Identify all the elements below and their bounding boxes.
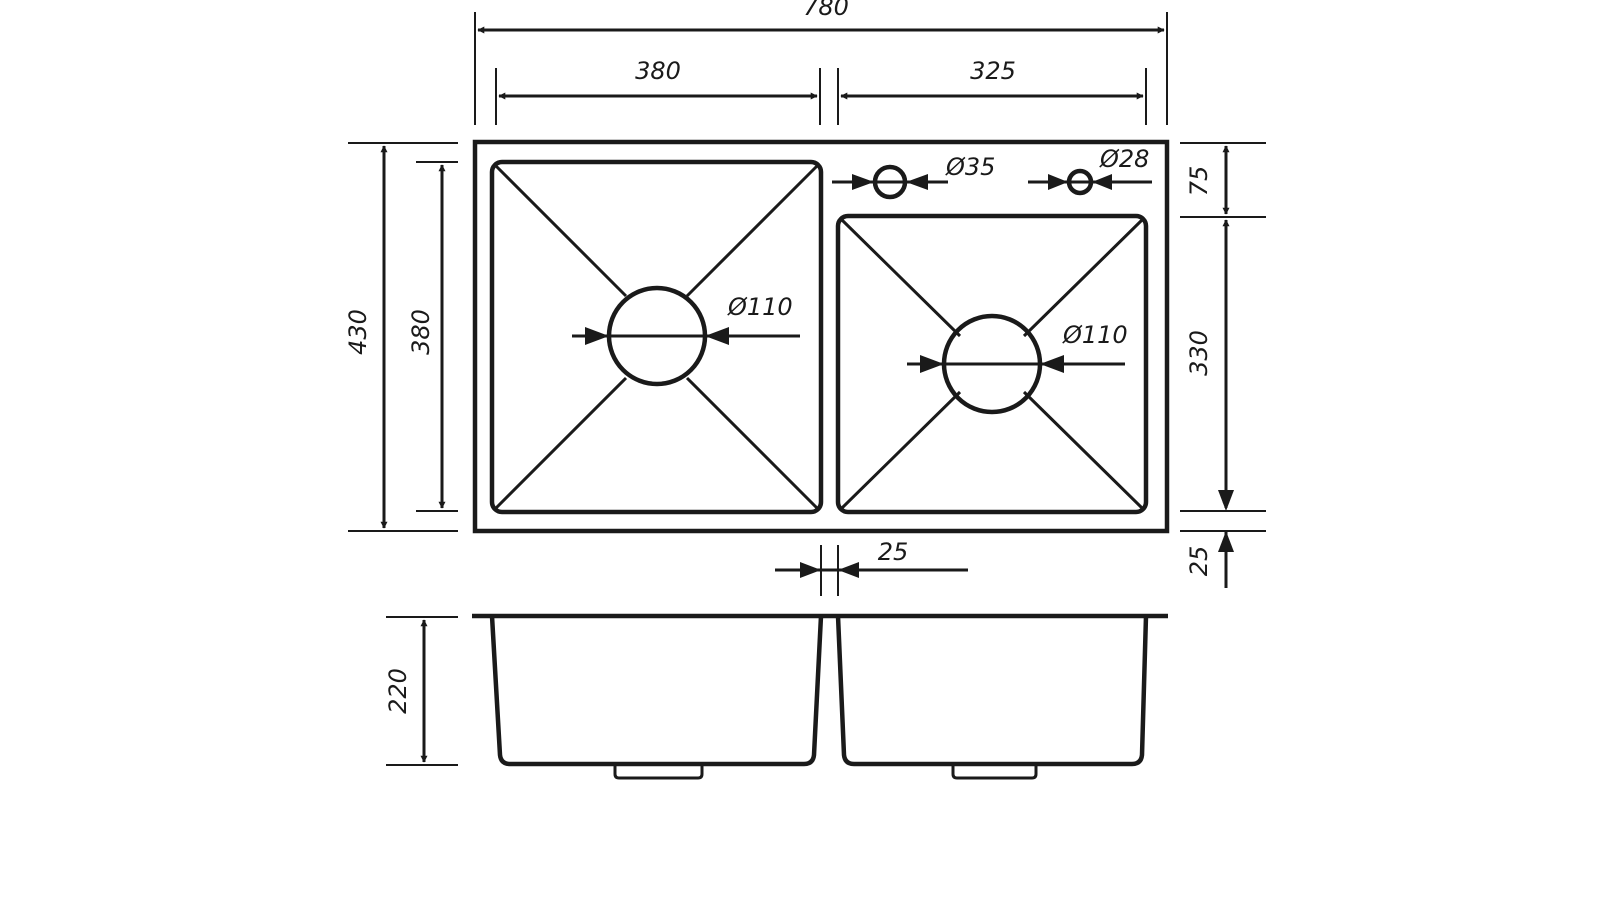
- left-bowl: Ø110: [489, 159, 824, 515]
- left-bowl-width-label: 380: [635, 57, 681, 85]
- left-drain-label: Ø110: [727, 293, 793, 321]
- small-hole-label: Ø28: [1099, 145, 1149, 173]
- side-view: [472, 613, 1168, 780]
- left-bowl-profile: [489, 615, 824, 767]
- left-drain-arrow: [585, 327, 609, 345]
- divider-width-label: 25: [878, 538, 909, 566]
- tap-hole-arrow: [906, 174, 928, 190]
- bottom-margin-arrow: [1218, 490, 1234, 511]
- right-bowl-width-label: 325: [970, 57, 1016, 85]
- right-bowl-slope-line: [840, 390, 962, 510]
- right-bowl-slope-line: [840, 218, 962, 338]
- top-view: Ø110 Ø110 Ø35 Ø: [472, 139, 1170, 534]
- right-dimensions: 75 330 25: [1180, 142, 1266, 588]
- bowl-height-label: 220: [384, 668, 412, 714]
- right-bowl-slope-line: [1022, 390, 1144, 510]
- bottom-margin-label: 25: [1185, 546, 1213, 577]
- divider-arrow: [800, 562, 821, 578]
- right-drain-outlet: [951, 764, 1038, 780]
- sink-outer-rim: [472, 139, 1170, 534]
- small-hole-arrow: [1048, 174, 1068, 190]
- divider-dimension: 25: [775, 538, 968, 596]
- left-bowl-slope-line: [494, 164, 628, 298]
- small-hole: Ø28: [1028, 145, 1152, 196]
- tap-hole: Ø35: [832, 153, 995, 200]
- right-drain-arrow: [920, 355, 944, 373]
- bottom-margin-arrow: [1218, 531, 1234, 552]
- divider-arrow: [838, 562, 859, 578]
- left-bowl-slope-line: [685, 376, 819, 510]
- right-bowl-slope-line: [1022, 218, 1144, 338]
- top-dimensions: 780 380 325: [474, 0, 1168, 125]
- left-dimensions: 430 380 220: [344, 142, 458, 766]
- right-bowl-depth-label: 330: [1185, 330, 1213, 376]
- tap-hole-label: Ø35: [945, 153, 995, 181]
- left-bowl-slope-line: [685, 164, 819, 298]
- left-drain-arrow: [705, 327, 729, 345]
- right-drain-arrow: [1040, 355, 1064, 373]
- top-margin-label: 75: [1185, 166, 1213, 197]
- right-bowl-outline: [835, 213, 1149, 515]
- left-drain-outlet: [613, 764, 704, 780]
- overall-depth-label: 430: [344, 309, 372, 355]
- left-bowl-outline: [489, 159, 824, 515]
- left-bowl-slope-line: [494, 376, 628, 510]
- right-bowl-profile: [835, 615, 1149, 767]
- small-hole-arrow: [1092, 174, 1112, 190]
- tap-hole-arrow: [852, 174, 874, 190]
- right-bowl: Ø110: [835, 213, 1149, 515]
- overall-width-label: 780: [803, 0, 849, 21]
- left-bowl-depth-label: 380: [407, 309, 435, 355]
- right-drain-label: Ø110: [1062, 321, 1128, 349]
